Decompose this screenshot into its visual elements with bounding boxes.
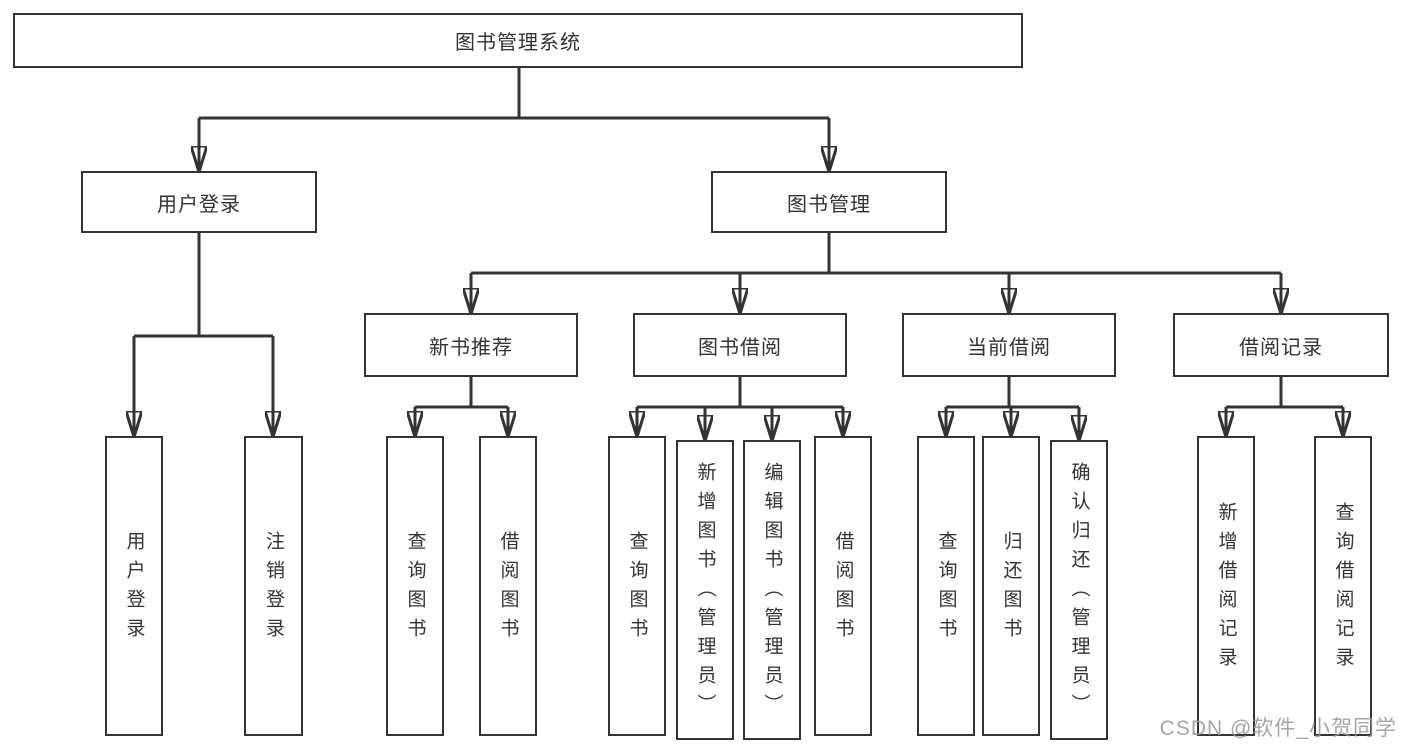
leaf-confirm-return-admin: 确认归还（管理员） [1050,440,1108,740]
node-root: 图书管理系统 [13,13,1023,68]
leaf-edit-book-admin: 编辑图书（管理员） [743,440,801,740]
leaf-add-book-admin: 新增图书（管理员） [676,440,734,740]
node-root-label: 图书管理系统 [455,32,581,54]
leaf-recommend-query-book-label: 查询图书 [404,530,426,647]
leaf-recommend-borrow-book: 借阅图书 [479,436,537,736]
node-user-login: 用户登录 [81,171,317,233]
leaf-user-login: 用户登录 [105,436,163,736]
leaf-borrowing-query-book-label: 查询图书 [626,530,648,647]
node-book-management-label: 图书管理 [787,193,871,216]
node-user-login-label: 用户登录 [157,193,241,216]
node-book-management: 图书管理 [711,171,947,233]
leaf-add-borrow-record: 新增借阅记录 [1197,436,1255,736]
node-new-book-recommend: 新书推荐 [364,313,578,377]
leaf-recommend-borrow-book-label: 借阅图书 [497,530,519,647]
leaf-user-login-label: 用户登录 [123,530,145,647]
leaf-borrowing-borrow-book-label: 借阅图书 [832,530,854,647]
leaf-return-book-label: 归还图书 [1000,530,1022,647]
leaf-current-query-book-label: 查询图书 [935,530,957,647]
leaf-borrowing-query-book: 查询图书 [608,436,666,736]
leaf-add-book-admin-label: 新增图书（管理员） [694,462,716,723]
node-borrowing-record-label: 借阅记录 [1239,336,1323,359]
leaf-return-book: 归还图书 [982,436,1040,736]
leaf-current-query-book: 查询图书 [917,436,975,736]
leaf-recommend-query-book: 查询图书 [386,436,444,736]
csdn-watermark: CSDN @软件_小贺同学 [1159,717,1397,740]
node-borrowing-record: 借阅记录 [1173,313,1389,377]
leaf-logout-label: 注销登录 [263,530,284,647]
leaf-add-borrow-record-label: 新增借阅记录 [1215,501,1237,676]
node-book-borrowing-label: 图书借阅 [698,336,782,359]
leaf-borrowing-borrow-book: 借阅图书 [814,436,872,736]
node-new-book-recommend-label: 新书推荐 [429,336,513,359]
node-current-borrowing: 当前借阅 [902,313,1116,377]
leaf-edit-book-admin-label: 编辑图书（管理员） [761,462,783,723]
leaf-query-borrow-record-label: 查询借阅记录 [1332,501,1354,676]
leaf-logout: 注销登录 [244,436,303,736]
node-current-borrowing-label: 当前借阅 [967,336,1051,359]
node-book-borrowing: 图书借阅 [633,313,847,377]
leaf-query-borrow-record: 查询借阅记录 [1314,436,1372,736]
leaf-confirm-return-admin-label: 确认归还（管理员） [1068,462,1090,723]
